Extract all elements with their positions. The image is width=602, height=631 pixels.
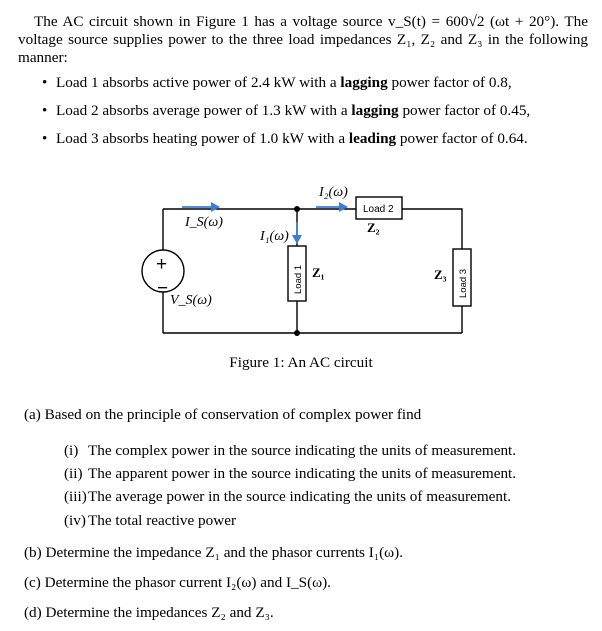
bullet-icon: • — [42, 74, 48, 91]
load1-box — [287, 245, 307, 302]
question-d: (d) Determine the impedances Z₂ and Z₃. — [24, 604, 274, 621]
node-dot — [294, 330, 300, 336]
list-item: •Load 1 absorbs active power of 2.4 kW w… — [42, 74, 512, 91]
sub-question: (iii)The average power in the source ind… — [64, 488, 511, 505]
intro-text: The AC circuit shown in Figure 1 has a v… — [18, 13, 588, 66]
i2-label: I₂(ω) — [318, 185, 348, 200]
source-minus: − — [157, 278, 168, 299]
z1-label: Z₁ — [312, 265, 325, 280]
source-plus: + — [156, 254, 167, 275]
load1-label: Load 1 — [293, 265, 304, 294]
sub-question: (i)The complex power in the source indic… — [64, 442, 517, 459]
z2-label: Z₂ — [367, 220, 380, 235]
sub-question: (ii)The apparent power in the source ind… — [64, 465, 517, 482]
list-item: •Load 3 absorbs heating power of 1.0 kW … — [42, 130, 528, 147]
sub-question: (iv)The total reactive power — [64, 512, 237, 529]
node-dot — [294, 206, 300, 212]
load2-label: Load 2 — [363, 204, 394, 215]
i2-arrow-head — [339, 202, 348, 212]
question-a: (a) Based on the principle of conservati… — [24, 406, 422, 423]
figure-caption: Figure 1: An AC circuit — [229, 354, 373, 371]
question-c: (c) Determine the phasor current I₂(ω) a… — [24, 574, 331, 591]
bullet-icon: • — [42, 130, 48, 147]
question-b: (b) Determine the impedance Z₁ and the p… — [24, 544, 404, 561]
circuit-diagram: + − Load 1 Load 2 Load 3 I_S(ω) I₁(ω) I₂… — [141, 185, 472, 336]
is-label: I_S(ω) — [184, 215, 223, 230]
vs-label: V_S(ω) — [170, 293, 212, 308]
wire-load2-right — [402, 208, 463, 249]
z3-label: Z₃ — [434, 267, 447, 282]
load2-box — [355, 196, 403, 220]
load3-label: Load 3 — [458, 269, 469, 298]
bullet-icon: • — [42, 102, 48, 119]
intro-paragraph: The AC circuit shown in Figure 1 has a v… — [18, 13, 588, 67]
voltage-source — [141, 249, 185, 293]
i1-arrow-head — [292, 235, 302, 244]
load-list: •Load 1 absorbs active power of 2.4 kW w… — [18, 74, 588, 158]
list-item: •Load 2 absorbs average power of 1.3 kW … — [42, 102, 531, 119]
i1-label: I₁(ω) — [259, 229, 289, 244]
is-arrow-head — [211, 202, 220, 212]
load3-box — [452, 248, 472, 307]
